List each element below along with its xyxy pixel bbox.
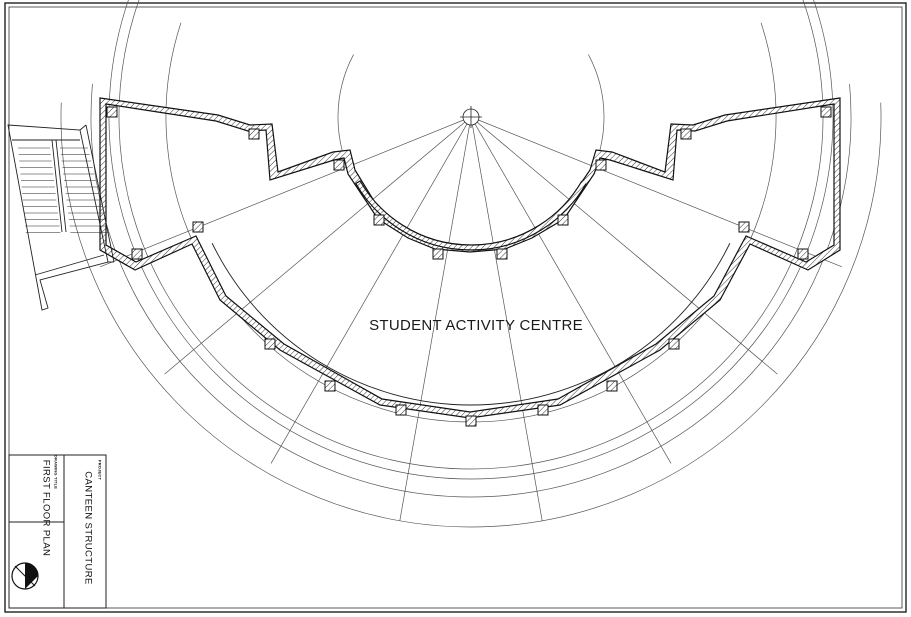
- center-point-marker: [460, 106, 482, 128]
- stair-treads: [18, 147, 109, 233]
- construction-arcs: [60, 0, 882, 528]
- sheet-border-outer: [4, 2, 907, 613]
- drawing-title: FIRST FLOOR PLAN: [40, 459, 52, 557]
- staircase: [7, 124, 115, 311]
- sheet-border-inner: [8, 6, 903, 609]
- inner-wall: [354, 180, 587, 251]
- project-caption: PROJECT: [97, 459, 103, 481]
- outer-wall: [99, 97, 841, 419]
- project-name: CANTEEN STRUCTURE: [82, 471, 94, 585]
- glazing-line: [211, 243, 731, 406]
- columns: [106, 106, 832, 427]
- radial-grid-lines: [99, 119, 843, 521]
- room-label-student-activity-centre: STUDENT ACTIVITY CENTRE: [369, 317, 583, 334]
- title-block: [8, 454, 107, 609]
- north-arrow-icon: [11, 562, 39, 590]
- drawing-caption: DRAWING TITLE: [53, 454, 59, 490]
